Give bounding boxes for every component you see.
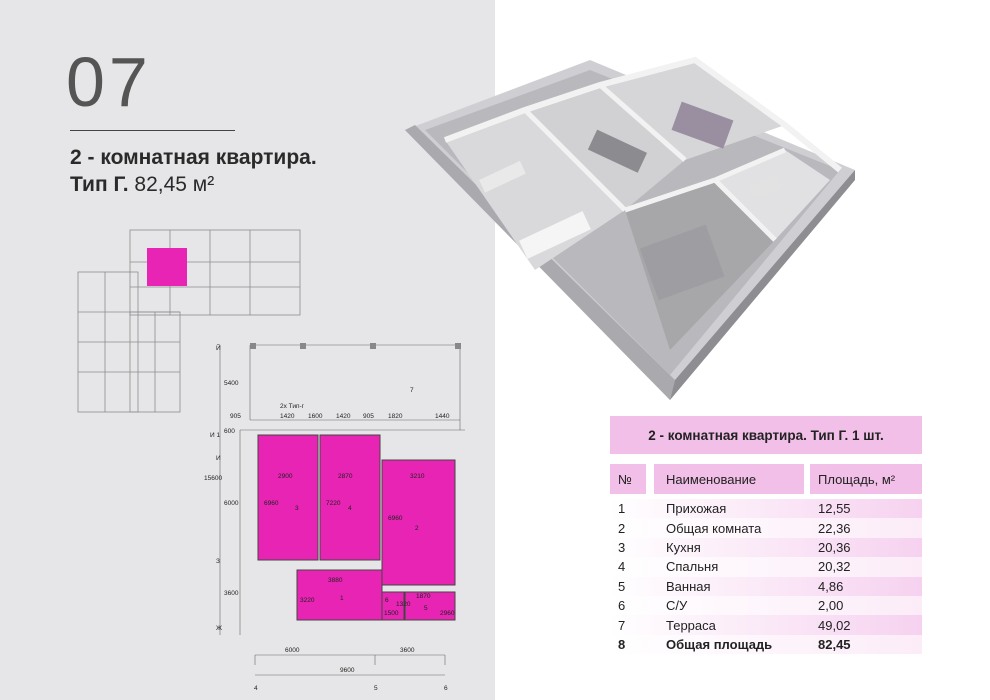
title-divider [70,130,235,131]
table-row: 7 Терраса 49,02 [610,615,922,635]
floor-plan-dim: 7220 [326,500,341,507]
floor-plan-dim: 905 [230,413,241,420]
table-row: 2 Общая комната 22,36 [610,518,922,538]
floor-plan-dim: 3600 [224,590,239,597]
table-row: 5 Ванная 4,86 [610,576,922,596]
axis-label: 6 [444,685,448,692]
room-number: 6 [385,597,389,604]
floor-plan-dim: 15600 [204,475,222,482]
table-row: 3 Кухня 20,36 [610,537,922,558]
floor-plan-dim: 905 [363,413,374,420]
row-area: 22,36 [818,520,851,536]
row-name: Кухня [666,539,701,555]
row-number: 7 [618,617,626,633]
floor-plan: 905 1420 1600 1420 905 1820 1440 2х Тип-… [204,343,465,692]
floor-plan-dim: 6960 [264,500,279,507]
row-number: 1 [618,501,626,517]
row-name: Спальня [666,559,719,575]
floor-plan-dim: 1420 [280,413,295,420]
row-number: 8 [618,636,626,652]
room-number: 5 [424,605,428,612]
axis-label: 4 [254,685,258,692]
row-area: 4,86 [818,578,844,594]
axis-label: Ж [216,625,222,632]
room-number: 3 [295,505,299,512]
axis-label: 5 [374,685,378,692]
room-number: 2 [415,525,419,532]
room-number: 4 [348,505,352,512]
floor-plan-dim: 6000 [224,500,239,507]
floor-plan-dim: 1600 [308,413,323,420]
floor-plan-dim: 6000 [285,647,300,654]
axis-label: И 1 [210,432,220,439]
row-number: 3 [618,539,626,555]
row-area: 20,32 [818,559,851,575]
area-table-columns: № Наименование Площадь, м² [610,464,922,494]
table-row: 4 Спальня 20,32 [610,557,922,577]
floor-plan-dim: 6960 [388,515,403,522]
column-number: № [610,464,646,494]
axis-label: И [216,455,221,462]
apartment-number: 07 [66,43,152,121]
row-name: Общая комната [666,520,762,536]
area-table-title: 2 - комнатная квартира. Тип Г. 1 шт. [610,416,922,454]
floor-plan-dim: 3600 [400,647,415,654]
floor-plan-dim: 3220 [300,597,315,604]
room-number: 7 [410,387,414,394]
apartment-type-area: Тип Г. 82,45 м² [70,173,214,197]
building-site-plan [77,229,301,413]
row-area: 2,00 [818,598,844,614]
area-table-body: 1 Прихожая 12,55 2 Общая комната 22,36 3… [610,499,922,655]
table-row-total: 8 Общая площадь 82,45 [610,634,922,655]
floor-plan-dim: 2960 [440,610,455,617]
floor-plan-dim: 5400 [224,380,239,387]
floor-plan-dim: 2900 [278,473,293,480]
floor-plan-dim: 3880 [328,577,343,584]
row-area: 12,55 [818,501,851,517]
apartment-title: 2 - комнатная квартира. [70,146,317,169]
floor-plan-dim: 9600 [340,667,355,674]
row-area: 49,02 [818,617,851,633]
row-name: С/У [666,598,688,614]
floor-plan-dim: 1440 [435,413,450,420]
column-area: Площадь, м² [810,464,922,494]
column-name: Наименование [654,464,804,494]
apartment-3d-render [405,56,855,400]
floor-plan-dim: 1500 [384,610,399,617]
room-number: 1 [340,595,344,602]
floor-plan-dim: 2870 [338,473,353,480]
row-number: 5 [618,578,626,594]
floor-plan-dim: 1420 [336,413,351,420]
floor-plan-dim: 1820 [388,413,403,420]
table-row: 1 Прихожая 12,55 [610,499,922,519]
axis-label: З [216,558,220,565]
table-row: 6 С/У 2,00 [610,595,922,616]
row-number: 6 [618,598,626,614]
row-number: 2 [618,520,626,536]
apartment-area: 82,45 м² [134,173,215,196]
row-area: 20,36 [818,539,851,555]
row-name: Терраса [666,617,716,633]
floor-plan-dim: 1870 [416,593,431,600]
row-name: Прихожая [666,501,727,517]
window-label: 2х Тип-г [280,403,305,410]
axis-label: Й [216,343,221,352]
apartment-type: Тип Г. [70,173,129,196]
row-name: Общая площадь [666,636,773,652]
floor-plan-dim: 600 [224,428,235,435]
floor-plan-dim: 3210 [410,473,425,480]
row-name: Ванная [666,578,711,594]
row-area: 82,45 [818,636,851,652]
floor-plan-dim: 1320 [396,601,411,608]
row-number: 4 [618,559,626,575]
